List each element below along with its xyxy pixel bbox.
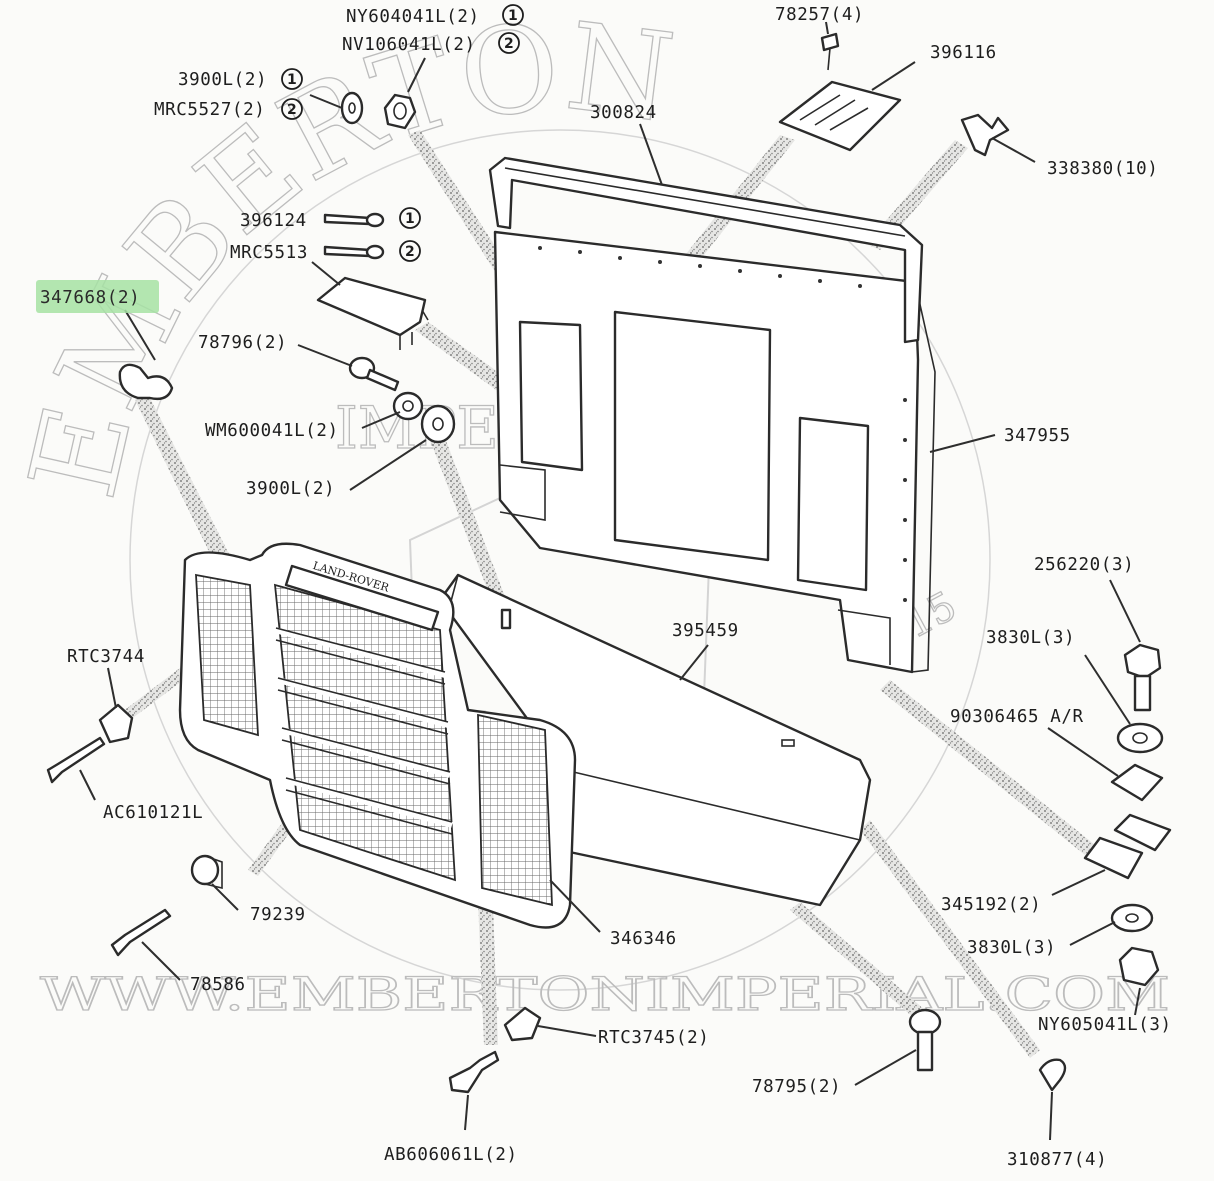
- selected-part-highlight: [36, 280, 159, 313]
- label-rtc3745[interactable]: RTC3745(2): [598, 1028, 709, 1048]
- label-3900l-top[interactable]: 3900L(2): [178, 70, 267, 90]
- label-ny605041l[interactable]: NY605041L(3): [1038, 1015, 1172, 1035]
- watermark-ring: [129, 129, 991, 991]
- screw-ac610121l: [46, 736, 106, 784]
- label-347668[interactable]: 347668(2): [40, 288, 140, 308]
- small-parts: [46, 32, 1172, 1094]
- rear-panel-center-opening: [613, 310, 772, 562]
- land-rover-badge: [284, 564, 440, 632]
- rear-panel-left-opening: [518, 320, 584, 472]
- marker-1-ny604041l: 1: [508, 8, 518, 24]
- label-90306465[interactable]: 90306465 A/R: [950, 707, 1084, 727]
- rear-panel-right-opening: [796, 416, 870, 592]
- label-338380[interactable]: 338380(10): [1047, 159, 1158, 179]
- label-79239[interactable]: 79239: [250, 905, 306, 925]
- label-347955[interactable]: 347955: [1004, 426, 1071, 446]
- label-mrc5527[interactable]: MRC5527(2): [154, 100, 265, 120]
- plate-345192: [1083, 836, 1144, 880]
- leader-lines: [79, 21, 1141, 1141]
- clip-338380: [960, 113, 1010, 157]
- screw-78795: [908, 1008, 942, 1036]
- label-346346[interactable]: 346346: [610, 929, 677, 949]
- nut-ny604041l: [383, 93, 417, 130]
- label-345192[interactable]: 345192(2): [941, 895, 1041, 915]
- nut-ny605041l: [1118, 946, 1160, 987]
- label-78257[interactable]: 78257(4): [775, 5, 864, 25]
- rear-panel-347955: [493, 230, 936, 674]
- label-395459[interactable]: 395459: [672, 621, 739, 641]
- washer-3900l-mid: [420, 404, 456, 444]
- part-labels: NY604041L(2) NV106041L(2) 78257(4) 39611…: [40, 5, 1172, 1170]
- washer-3830l-b: [1110, 903, 1154, 933]
- washer-wm600041l: [392, 391, 424, 421]
- label-396116[interactable]: 396116: [930, 43, 997, 63]
- bracket-mrc5513: [316, 276, 427, 337]
- label-rtc3744[interactable]: RTC3744: [67, 647, 145, 667]
- label-3830l-b[interactable]: 3830L(3): [967, 938, 1056, 958]
- top-seal-300824: [488, 156, 924, 344]
- label-mrc5513[interactable]: MRC5513: [230, 243, 308, 263]
- plate-396116: [778, 80, 902, 152]
- marker-2-mrc5527: 2: [287, 102, 297, 118]
- marker-2-nv106041l: 2: [504, 36, 514, 52]
- washer-3830l-a: [1116, 722, 1164, 754]
- label-78586[interactable]: 78586: [190, 975, 246, 995]
- label-396124[interactable]: 396124: [240, 211, 307, 231]
- pin: [500, 608, 512, 630]
- screw-78586: [110, 908, 172, 957]
- label-3830l-a[interactable]: 3830L(3): [986, 628, 1075, 648]
- grille-slats: [274, 627, 453, 835]
- label-ac610121l[interactable]: AC610121L: [103, 803, 203, 823]
- clip-rtc3745: [503, 1006, 542, 1042]
- label-78796[interactable]: 78796(2): [198, 333, 287, 353]
- label-310877[interactable]: 310877(4): [1007, 1150, 1107, 1170]
- label-ab606061l[interactable]: AB606061L(2): [384, 1145, 518, 1165]
- label-wm600041l[interactable]: WM600041L(2): [205, 421, 339, 441]
- label-256220[interactable]: 256220(3): [1034, 555, 1134, 575]
- marker-1-396124: 1: [405, 211, 415, 227]
- stud-310877: [1038, 1058, 1067, 1092]
- washer-3900l-top: [340, 91, 364, 125]
- label-3900l-mid[interactable]: 3900L(2): [246, 479, 335, 499]
- spacer-90306465: [1110, 763, 1164, 802]
- label-300824[interactable]: 300824: [590, 103, 657, 123]
- label-78795[interactable]: 78795(2): [752, 1077, 841, 1097]
- marker-1-3900l: 1: [287, 72, 297, 88]
- bolt-256220: [1123, 643, 1162, 680]
- clip-347668: [118, 363, 174, 401]
- marker-2-mrc5513: 2: [405, 244, 415, 260]
- grille-left-mesh: [195, 573, 259, 737]
- grille-346346: LAND-ROVER: [178, 542, 577, 929]
- spacer-79239: [190, 854, 220, 886]
- screw-ab606061l: [448, 1050, 500, 1094]
- label-ny604041l[interactable]: NY604041L(2): [346, 7, 480, 27]
- circled-markers: 1 2 1 2 1 2: [281, 4, 524, 262]
- grille-right-mesh: [477, 713, 553, 907]
- label-nv106041l[interactable]: NV106041L(2): [342, 35, 476, 55]
